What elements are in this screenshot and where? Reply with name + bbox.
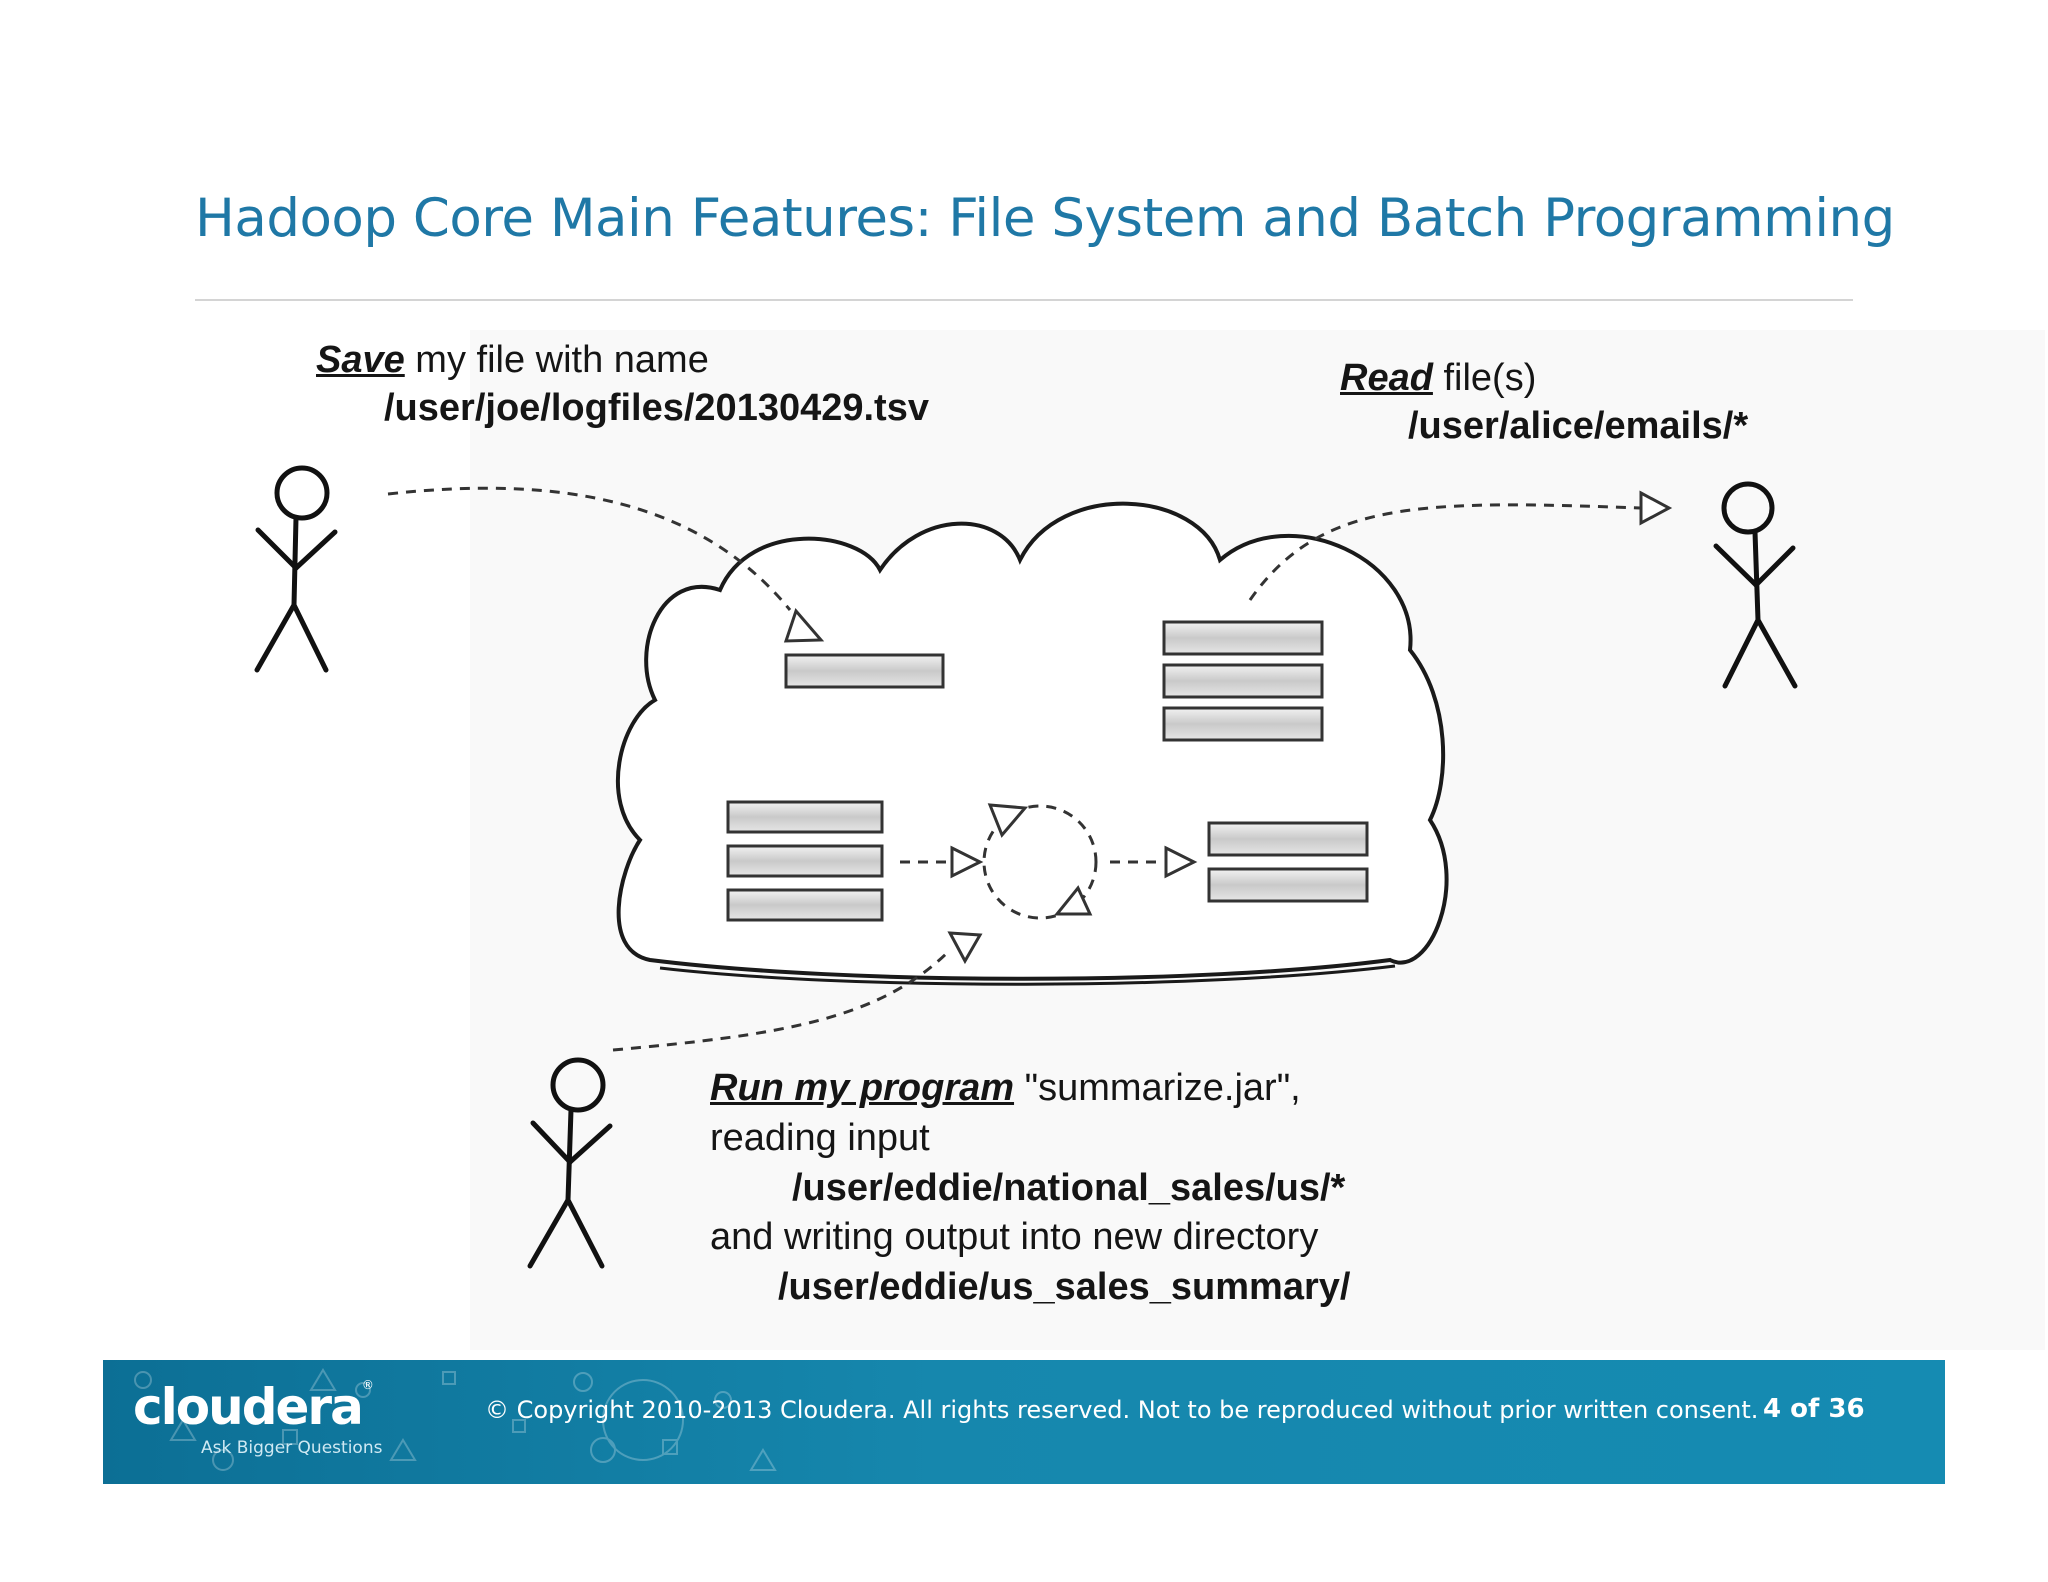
save-verb: Save — [316, 339, 405, 381]
read-caption: Read file(s) /user/alice/emails/* — [1340, 357, 1749, 448]
process-cycle — [982, 804, 1098, 920]
run-line-reading: reading input — [710, 1116, 930, 1159]
title-divider — [195, 299, 1853, 301]
user-eddie-figure — [527, 1057, 613, 1269]
process-input-arrowhead — [950, 845, 984, 879]
run-line-writing: and writing output into new directory — [710, 1216, 1319, 1259]
process-output-arrowhead — [1164, 845, 1198, 879]
save-text: my file with name — [404, 339, 709, 381]
user-alice-figure — [1713, 481, 1798, 689]
cycle-top-arrowhead — [987, 803, 1029, 838]
cloud-shadow — [659, 964, 1396, 986]
logo-text: cloudera — [133, 1378, 364, 1436]
save-arrowhead — [783, 608, 825, 643]
save-arrow-path — [387, 486, 792, 611]
input-blocks — [726, 800, 884, 922]
footer-pattern — [134, 1368, 777, 1471]
run-verb: Run my program — [710, 1067, 1015, 1109]
read-arrow-path — [1248, 503, 1641, 601]
run-arrowhead — [947, 931, 983, 965]
read-verb: Read — [1340, 357, 1433, 399]
cycle-bottom-arrowhead — [1053, 885, 1093, 916]
read-path: /user/alice/emails/* — [1408, 404, 1749, 447]
logo-tagline: Ask Bigger Questions — [201, 1438, 383, 1458]
logo-registered-mark: ® — [361, 1378, 374, 1392]
copyright-notice: © Copyright 2010-2013 Cloudera. All righ… — [485, 1396, 1759, 1424]
user-joe-figure — [254, 465, 338, 673]
saved-file-block — [784, 653, 945, 689]
run-arrow-path — [612, 948, 952, 1052]
run-output-path: /user/eddie/us_sales_summary/ — [778, 1266, 1351, 1309]
cloudera-logo: cloudera® — [133, 1378, 374, 1436]
read-arrowhead — [1639, 490, 1673, 526]
read-text: file(s) — [1432, 357, 1537, 399]
read-files-blocks — [1162, 620, 1324, 742]
output-blocks — [1207, 821, 1369, 903]
save-path: /user/joe/logfiles/20130429.tsv — [384, 386, 929, 429]
save-caption: Save my file with name /user/joe/logfile… — [316, 339, 929, 430]
page-number: 4 of 36 — [1763, 1394, 1865, 1424]
run-input-path: /user/eddie/national_sales/us/* — [792, 1166, 1346, 1209]
footer-bar: cloudera® Ask Bigger Questions © Copyrig… — [103, 1360, 1945, 1484]
run-caption: Run my program "summarize.jar", reading … — [710, 1067, 1351, 1309]
run-text: "summarize.jar", — [1014, 1067, 1301, 1109]
slide-title: Hadoop Core Main Features: File System a… — [195, 188, 1895, 249]
